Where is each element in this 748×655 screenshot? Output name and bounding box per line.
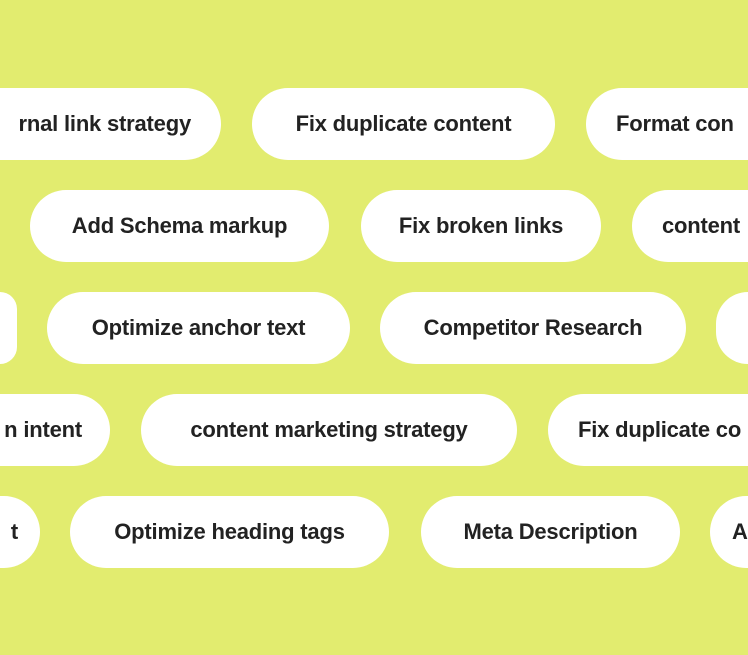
tag-pill[interactable]: content — [632, 190, 748, 262]
tag-pill[interactable]: Optimize heading tags — [70, 496, 389, 568]
tag-pill[interactable]: Meta Description — [421, 496, 680, 568]
tag-pill[interactable]: Competitor Research — [380, 292, 686, 364]
tag-pill[interactable]: A — [710, 496, 748, 568]
tag-label: content marketing strategy — [190, 417, 468, 442]
tag-pill[interactable]: t — [0, 496, 40, 568]
tag-label: Fix duplicate content — [295, 111, 512, 136]
tag-label: Competitor Research — [423, 315, 643, 340]
tag-label: A — [732, 519, 748, 544]
tag-label: rnal link strategy — [18, 111, 192, 136]
tag-label: Fix broken links — [398, 213, 564, 238]
tag-label: content — [662, 213, 741, 238]
tag-pill[interactable]: content marketing strategy — [141, 394, 517, 466]
tag-pill[interactable]: Optimize anchor text — [47, 292, 350, 364]
tag-pill[interactable]: n intent — [0, 394, 110, 466]
tag-pill[interactable]: Fix broken links — [361, 190, 601, 262]
tag-pill[interactable]: Add Schema markup — [30, 190, 329, 262]
tag-label: n intent — [4, 417, 82, 442]
tag-label: Format con — [616, 111, 734, 136]
tag-pill[interactable]: Fix duplicate co — [548, 394, 748, 466]
tag-pill[interactable]: rnal link strategy — [0, 88, 221, 160]
tag-label: Optimize anchor text — [91, 315, 306, 340]
tag-pill[interactable]: Format con — [586, 88, 748, 160]
tag-label: Fix duplicate co — [578, 417, 742, 442]
tag-label: t — [10, 519, 18, 544]
tag-label: Meta Description — [463, 519, 638, 544]
tag-pill[interactable] — [716, 292, 748, 364]
tag-pill[interactable] — [0, 292, 17, 364]
tag-pill[interactable]: Fix duplicate content — [252, 88, 555, 160]
tag-label: Add Schema markup — [71, 213, 288, 238]
tag-label: Optimize heading tags — [114, 519, 345, 544]
